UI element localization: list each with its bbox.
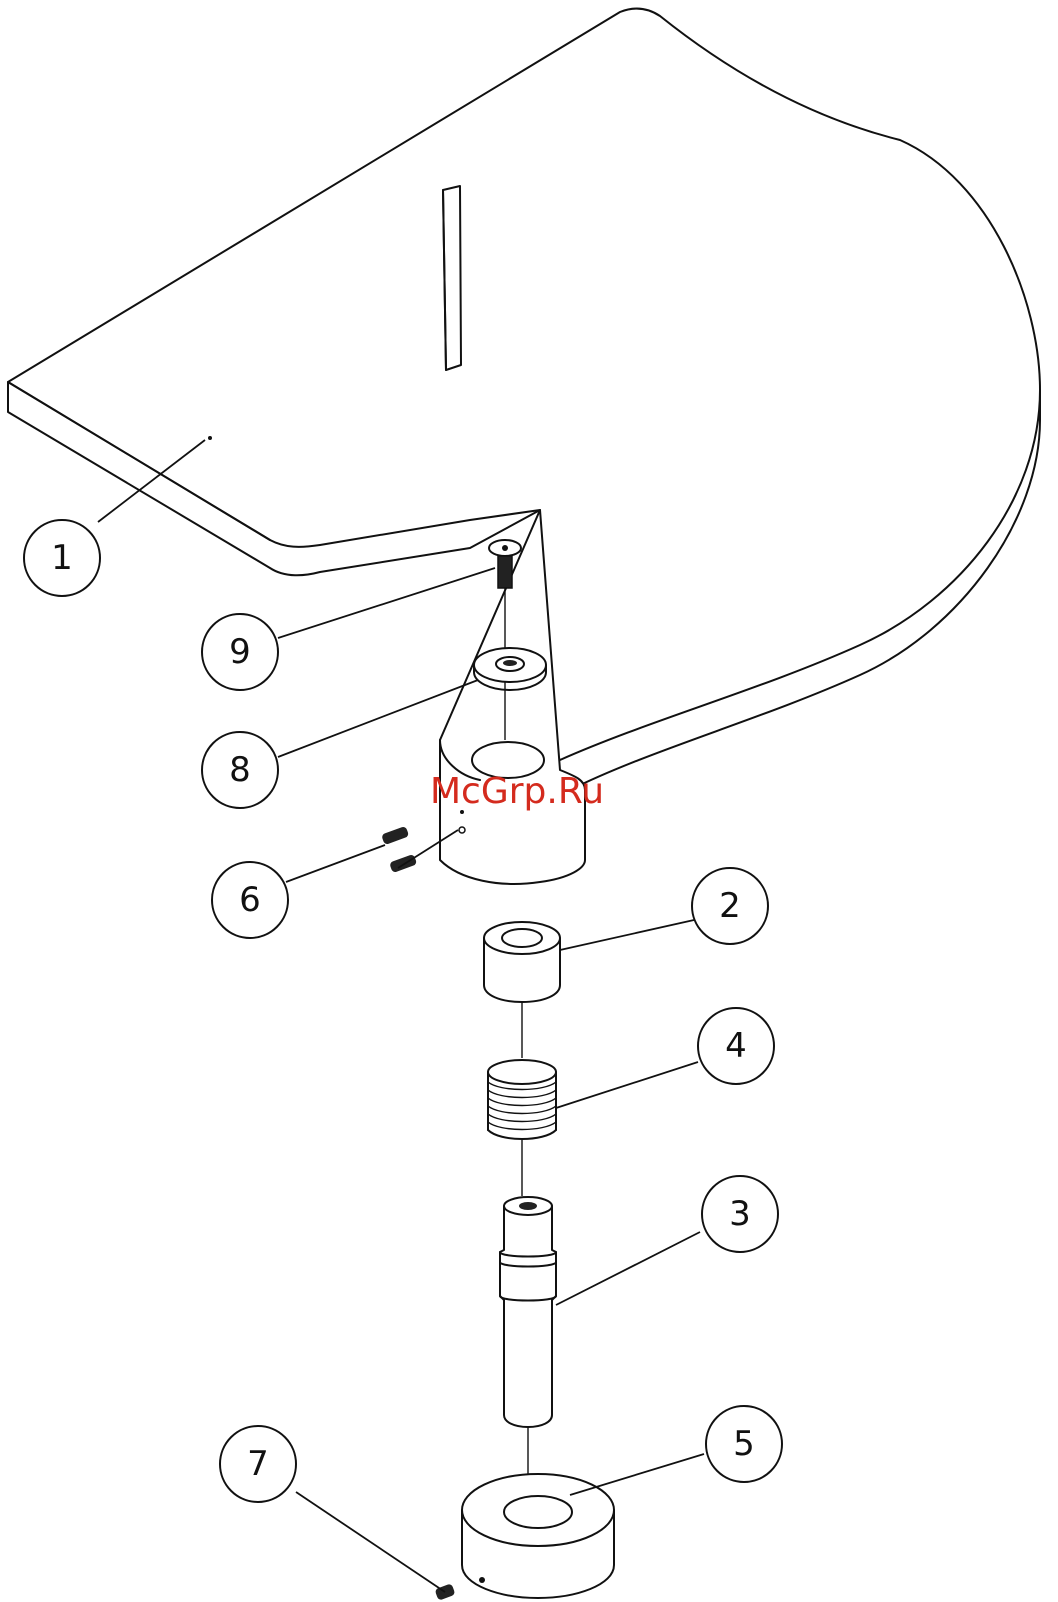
- leader-7: [296, 1492, 445, 1592]
- callout-3: 3: [702, 1176, 778, 1252]
- watermark-text: McGrp.Ru: [430, 771, 604, 812]
- callout-9: 9: [202, 614, 278, 690]
- callout-label-1: 1: [51, 538, 73, 578]
- callout-label-7: 7: [247, 1444, 269, 1484]
- leader-5: [570, 1454, 704, 1495]
- callout-label-2: 2: [719, 886, 741, 926]
- callout-4: 4: [698, 1008, 774, 1084]
- leader-2: [560, 920, 694, 950]
- leader-3: [556, 1232, 700, 1305]
- set-screws-part-6: [381, 826, 417, 873]
- callout-label-8: 8: [229, 750, 251, 790]
- leader-6: [286, 845, 385, 882]
- leader-9: [278, 568, 495, 638]
- callout-label-4: 4: [725, 1026, 747, 1066]
- callout-label-6: 6: [239, 880, 261, 920]
- callout-6: 6: [212, 862, 288, 938]
- leader-4: [556, 1062, 698, 1108]
- callout-8: 8: [202, 732, 278, 808]
- collar-part-5: [462, 1474, 614, 1598]
- callout-1: 1: [24, 520, 100, 596]
- callout-7: 7: [220, 1426, 296, 1502]
- spring-part-4: [488, 1060, 556, 1139]
- callout-label-5: 5: [733, 1424, 755, 1464]
- shaft-part-3: [500, 1197, 556, 1427]
- callout-2: 2: [692, 868, 768, 944]
- callout-5: 5: [706, 1406, 782, 1482]
- callout-label-3: 3: [729, 1194, 751, 1234]
- bushing-part-2: [484, 922, 560, 1002]
- callout-label-9: 9: [229, 632, 251, 672]
